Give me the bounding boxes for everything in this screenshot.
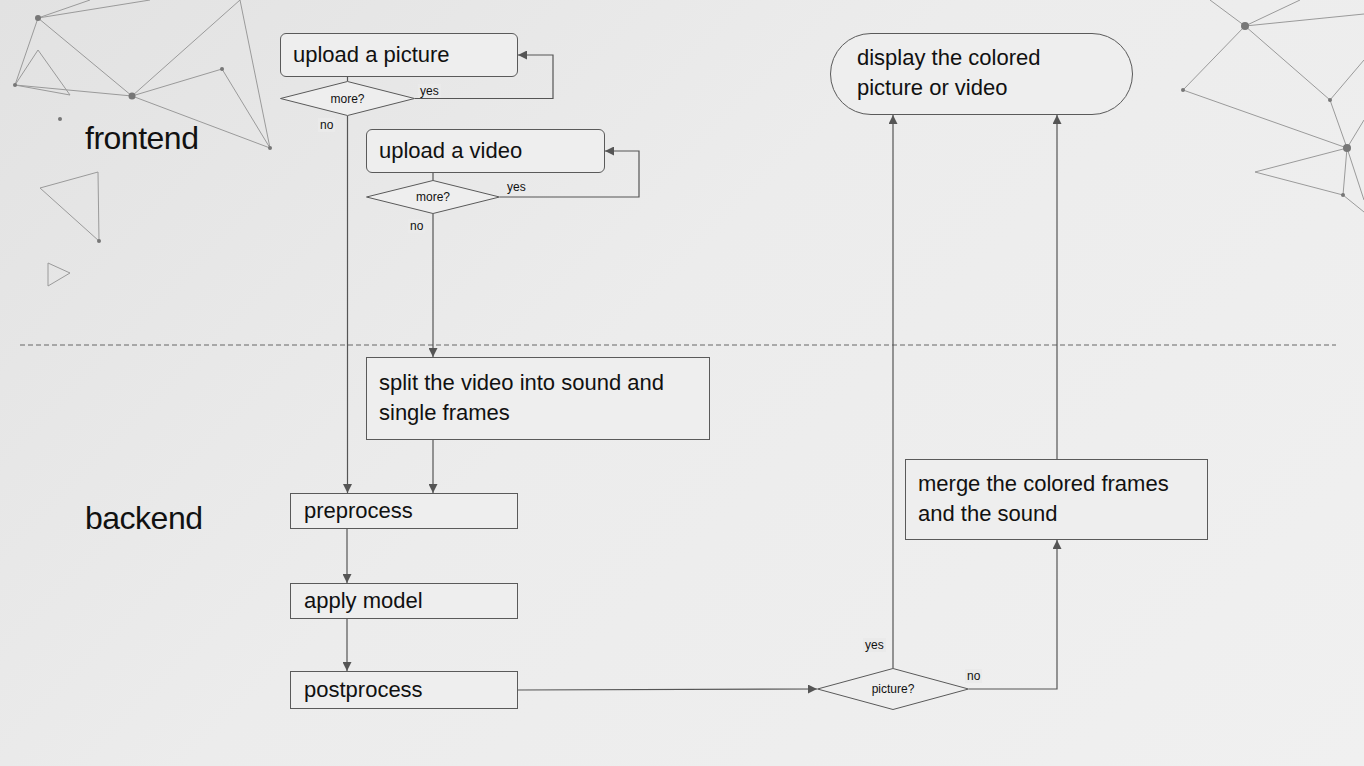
process-box: preprocess	[290, 493, 518, 529]
node-text: more?	[330, 92, 364, 106]
network-lines	[15, 0, 1364, 286]
flow-arrow	[432, 214, 433, 357]
process-box: merge the colored frames and the sound	[905, 459, 1208, 540]
node-text: split the video into sound and single fr…	[379, 368, 697, 428]
node-text: picture?	[872, 682, 915, 696]
edge-label: yes	[418, 84, 441, 98]
node-text: merge the colored frames and the sound	[918, 469, 1195, 529]
process-box: upload a video	[366, 129, 605, 173]
flow-arrow	[346, 619, 347, 671]
flow-arrow	[346, 529, 347, 583]
edge-label: no	[965, 669, 982, 683]
edge-label: yes	[505, 180, 528, 194]
node-text: more?	[416, 190, 450, 204]
section-label: backend	[85, 500, 202, 537]
flow-arrow	[1056, 115, 1057, 459]
flow-arrow	[969, 540, 1057, 689]
network-dots	[13, 15, 1351, 243]
node-text: display the colored picture or video	[857, 43, 1106, 103]
process-box: split the video into sound and single fr…	[366, 357, 710, 440]
process-box: upload a picture	[280, 33, 518, 77]
decision-diamond: more?	[280, 81, 415, 116]
flow-arrow	[347, 77, 348, 81]
flow-arrow	[347, 116, 348, 493]
frontend-backend-divider	[20, 345, 1336, 346]
node-text: upload a video	[379, 136, 592, 166]
flow-arrow	[518, 689, 817, 690]
decision-diamond: more?	[366, 180, 500, 214]
flow-arrow	[432, 440, 433, 493]
process-box: postprocess	[290, 671, 518, 709]
node-text: upload a picture	[293, 40, 505, 70]
decision-diamond: picture?	[817, 668, 969, 710]
edge-label: yes	[863, 638, 886, 652]
flow-arrow	[892, 115, 893, 668]
node-text: postprocess	[304, 675, 504, 705]
process-box: apply model	[290, 583, 518, 619]
edge-label: no	[318, 118, 335, 132]
node-text: preprocess	[304, 496, 504, 526]
terminal-box: display the colored picture or video	[830, 33, 1133, 115]
section-label: frontend	[85, 120, 198, 157]
flow-arrow	[432, 173, 433, 180]
node-text: apply model	[304, 586, 504, 616]
edge-label: no	[408, 219, 425, 233]
